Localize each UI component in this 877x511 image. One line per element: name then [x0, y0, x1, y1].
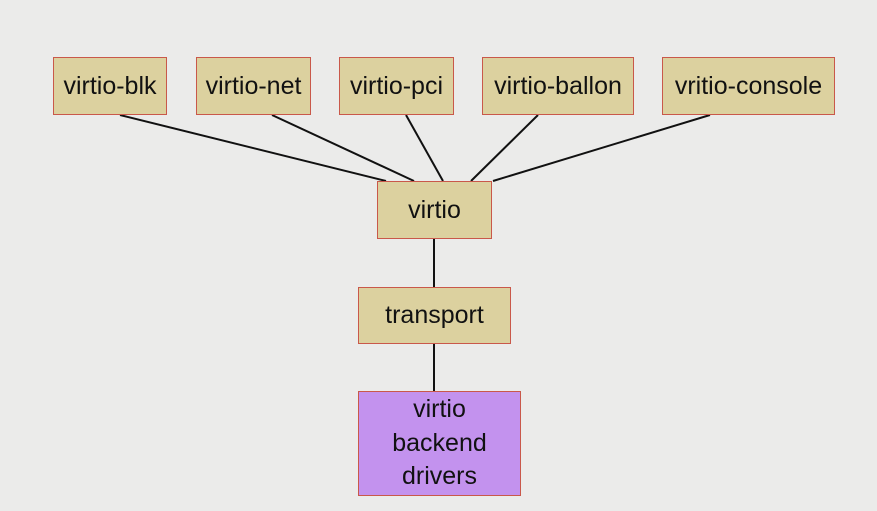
transport-node: transport — [358, 287, 511, 344]
virtio-core-node: virtio — [377, 181, 492, 239]
vritio-console-node: vritio-console — [662, 57, 835, 115]
edge-ballon-virtio — [470, 114, 539, 182]
virtio-pci-label: virtio-pci — [349, 71, 444, 100]
virtio-blk-node: virtio-blk — [53, 57, 167, 115]
virtio-pci-node: virtio-pci — [339, 57, 454, 115]
virtio-ballon-node: virtio-ballon — [482, 57, 634, 115]
edge-net-virtio — [271, 114, 415, 182]
virtio-backend-drivers-node: virtio backend drivers — [358, 391, 521, 496]
edge-pci-virtio — [405, 114, 444, 182]
virtio-net-node: virtio-net — [196, 57, 311, 115]
virtio-core-label: virtio — [408, 195, 461, 224]
edge-console-virtio — [492, 114, 711, 182]
virtio-net-label: virtio-net — [205, 71, 302, 100]
virtio-blk-label: virtio-blk — [63, 71, 157, 100]
vritio-console-label: vritio-console — [674, 71, 823, 100]
edge-blk-virtio — [119, 114, 387, 182]
transport-label: transport — [385, 301, 484, 330]
virtio-ballon-label: virtio-ballon — [494, 71, 622, 100]
virtio-backend-drivers-label: virtio backend drivers — [392, 395, 487, 491]
